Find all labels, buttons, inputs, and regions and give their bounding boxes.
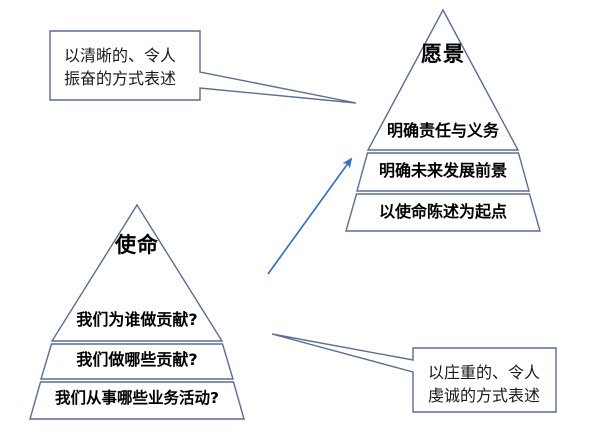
mission-pyramid-title: 使命	[115, 233, 159, 257]
mission-callout-balloon[interactable]	[271, 333, 557, 413]
mission-layer-1-label: 我们为谁做贡献?	[76, 310, 198, 329]
mission-layer-2-label: 我们做哪些贡献?	[76, 350, 198, 369]
vision-pyramid-shape[interactable]	[345, 8, 541, 232]
vision-layer-1-label: 明确责任与义务	[386, 121, 500, 140]
vision-layer-bottom-shape[interactable]	[345, 193, 541, 232]
mission-to-vision-arrow[interactable]	[267, 157, 353, 275]
mission-layer-bottom-shape[interactable]	[29, 381, 245, 420]
vision-layer-2-label: 明确未来发展前景	[378, 161, 508, 180]
arrow-line[interactable]	[267, 157, 353, 275]
mission-callout-shape[interactable]	[271, 333, 557, 413]
mission-callout-text: 以庄重的、令人 虔诚的方式表述	[428, 363, 541, 406]
vision-callout-text: 以清晰的、令人 振奋的方式表述	[64, 46, 177, 89]
vision-layer-3-label: 以使命陈述为起点	[378, 202, 508, 221]
vision-callout-shape[interactable]	[49, 30, 357, 104]
vision-pyramid-title: 愿景	[421, 42, 465, 66]
mission-layer-top-shape[interactable]	[50, 203, 224, 342]
mission-pyramid-shape[interactable]	[29, 203, 245, 420]
mission-layer-middle-shape[interactable]	[40, 343, 234, 380]
vision-layer-middle-shape[interactable]	[356, 152, 530, 192]
mission-layer-3-label: 我们从事哪些业务活动?	[55, 389, 219, 407]
vision-callout-balloon[interactable]	[49, 30, 357, 104]
vision-layer-top-shape[interactable]	[366, 8, 520, 151]
